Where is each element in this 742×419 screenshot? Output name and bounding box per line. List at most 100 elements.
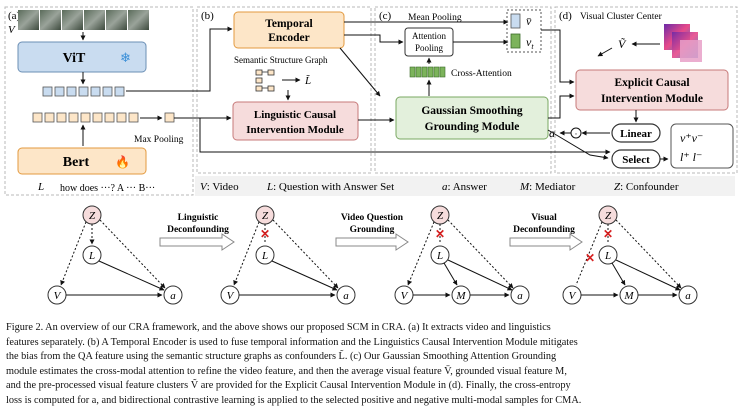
scm-graph-2: Z L V a ✕ (220, 205, 356, 305)
caption-line: loss is computed for a, and bidirectiona… (6, 394, 582, 406)
scm-step-2: Video Question Grounding (335, 213, 409, 251)
mean-pooling-label: Mean Pooling (408, 13, 462, 23)
pooled-text-feature (164, 112, 175, 123)
cross-attention-features (409, 66, 446, 78)
gsgm-label: Gaussian Smoothing (421, 105, 523, 117)
scm-step-3-label: Visual (531, 213, 557, 223)
scm-node-l-4: L (604, 250, 611, 262)
lcim-box (232, 101, 359, 141)
scm-node-z-3: Z (437, 210, 444, 222)
legend-item-mediator: M: Mediator (519, 181, 576, 193)
ecim-label-2: Intervention Module (601, 93, 703, 105)
scm-node-l-3: L (436, 250, 443, 262)
question-text: how does ···? A ··· B··· (60, 183, 155, 194)
l-plus-minus: l⁺ l⁻ (680, 150, 702, 164)
caption-line: Figure 2. An overview of our CRA framewo… (6, 322, 551, 333)
scm-step-2-label-2: Grounding (350, 225, 395, 235)
scm-node-a: a (170, 290, 176, 302)
scm-node-a-4: a (685, 290, 691, 302)
cut-mark-icon-2: ✕ (435, 227, 445, 241)
panel-b-frame (196, 6, 372, 174)
temporal-encoder-label: Temporal (265, 18, 313, 30)
caption-line: module estimates the cross-modal attenti… (6, 365, 567, 377)
visual-features (42, 86, 125, 97)
scm-node-l-2: L (261, 250, 268, 262)
linear-label: Linear (620, 128, 652, 140)
caption-line: features separately. (b) A Temporal Enco… (6, 336, 578, 348)
legend-item-answer: a: Answer (442, 181, 487, 193)
v-bar-feature (510, 13, 521, 29)
temporal-encoder-label-2: Encoder (268, 32, 310, 44)
scm-node-z-4: Z (605, 210, 612, 222)
framework-figure: (a) V ViT ❄ Max Pooling (4, 6, 738, 305)
panel-b-label: (b) (201, 10, 214, 22)
l-tilde-symbol: L̃ (304, 74, 311, 87)
v-plus-minus: v⁺v⁻ (680, 131, 703, 145)
caption-line: the bias from the QA feature using the s… (6, 351, 557, 363)
panel-c-frame (374, 6, 552, 174)
feature-bracket (506, 9, 542, 53)
scm-node-a-2: a (343, 290, 349, 302)
scm-step-1-label: Linguistic (178, 213, 219, 223)
bert-box (17, 147, 147, 175)
lcim-label-2: Intervention Module (246, 124, 344, 136)
v-bar-symbol: v̄ (526, 14, 532, 28)
linear-box (611, 123, 661, 143)
v-t-feature (510, 33, 521, 49)
caption-line: and the pre-processed visual feature clu… (6, 380, 571, 392)
v-t-symbol: vt (526, 35, 534, 51)
scm-node-z-2: Z (262, 210, 269, 222)
bert-label: Bert (63, 155, 90, 170)
ssg-label: Semantic Structure Graph (234, 55, 328, 65)
scm-node-v-3: V (401, 290, 409, 302)
cross-attention-label: Cross-Attention (451, 69, 512, 79)
scm-graph-4: Z L V M a ✕ ✕ (562, 205, 698, 305)
scm-graph-1: Z L V a (47, 205, 183, 305)
legend-item-confounder: Z: Confounder (614, 181, 679, 193)
panel-c-label: (c) (379, 10, 392, 22)
vit-label: ViT (63, 51, 86, 66)
vit-box (17, 41, 147, 73)
cut-mark-icon-4: ✕ (585, 251, 595, 265)
scm-step-2-label: Video Question (341, 213, 404, 223)
scm-node-z: Z (89, 210, 96, 222)
ecim-box (575, 69, 729, 111)
scm-node-v: V (54, 290, 62, 302)
temporal-encoder-box (233, 11, 345, 49)
contrastive-samples-box (670, 123, 734, 169)
scm-node-v-2: V (227, 290, 235, 302)
scm-step-1-label-2: Deconfounding (167, 225, 229, 235)
panel-a-frame (4, 6, 194, 196)
scm-node-m-3: M (455, 290, 466, 302)
gsgm-label-2: Grounding Module (425, 121, 520, 133)
cluster-images (664, 24, 702, 62)
legend: V: Video L: Question with Answer Set a: … (200, 181, 679, 193)
visual-cluster-label: Visual Cluster Center (580, 12, 663, 22)
scm-step-3: Visual Deconfounding (509, 213, 583, 251)
select-label: Select (622, 154, 650, 166)
ecim-label: Explicit Causal (614, 77, 689, 89)
svg-text:·: · (575, 129, 578, 139)
panel-d-frame (554, 6, 738, 174)
scm-node-v-4: V (569, 290, 577, 302)
fire-icon: 🔥 (115, 155, 130, 169)
answer-symbol: a (549, 126, 555, 140)
legend-item-video: V: Video (200, 181, 239, 193)
panel-a-label: (a) (8, 10, 21, 22)
semantic-graph-icon (255, 69, 275, 92)
cut-mark-icon-3: ✕ (603, 227, 613, 241)
attention-pooling-label-2: Pooling (415, 43, 444, 53)
v-tilde-symbol: Ṽ (618, 37, 627, 51)
snowflake-icon: ❄ (120, 50, 131, 65)
cut-mark-icon: ✕ (260, 227, 270, 241)
video-frames (18, 10, 149, 30)
text-features (32, 112, 139, 123)
video-symbol: V (8, 24, 16, 36)
legend-strip (195, 176, 735, 196)
scm-graph-3: Z L V M a ✕ (394, 205, 530, 305)
max-pooling-label: Max Pooling (134, 135, 184, 145)
scm-node-m-4: M (623, 290, 634, 302)
panel-d-label: (d) (559, 10, 572, 22)
scm-step-3-label-2: Deconfounding (513, 225, 575, 235)
lcim-label: Linguistic Causal (254, 109, 336, 121)
